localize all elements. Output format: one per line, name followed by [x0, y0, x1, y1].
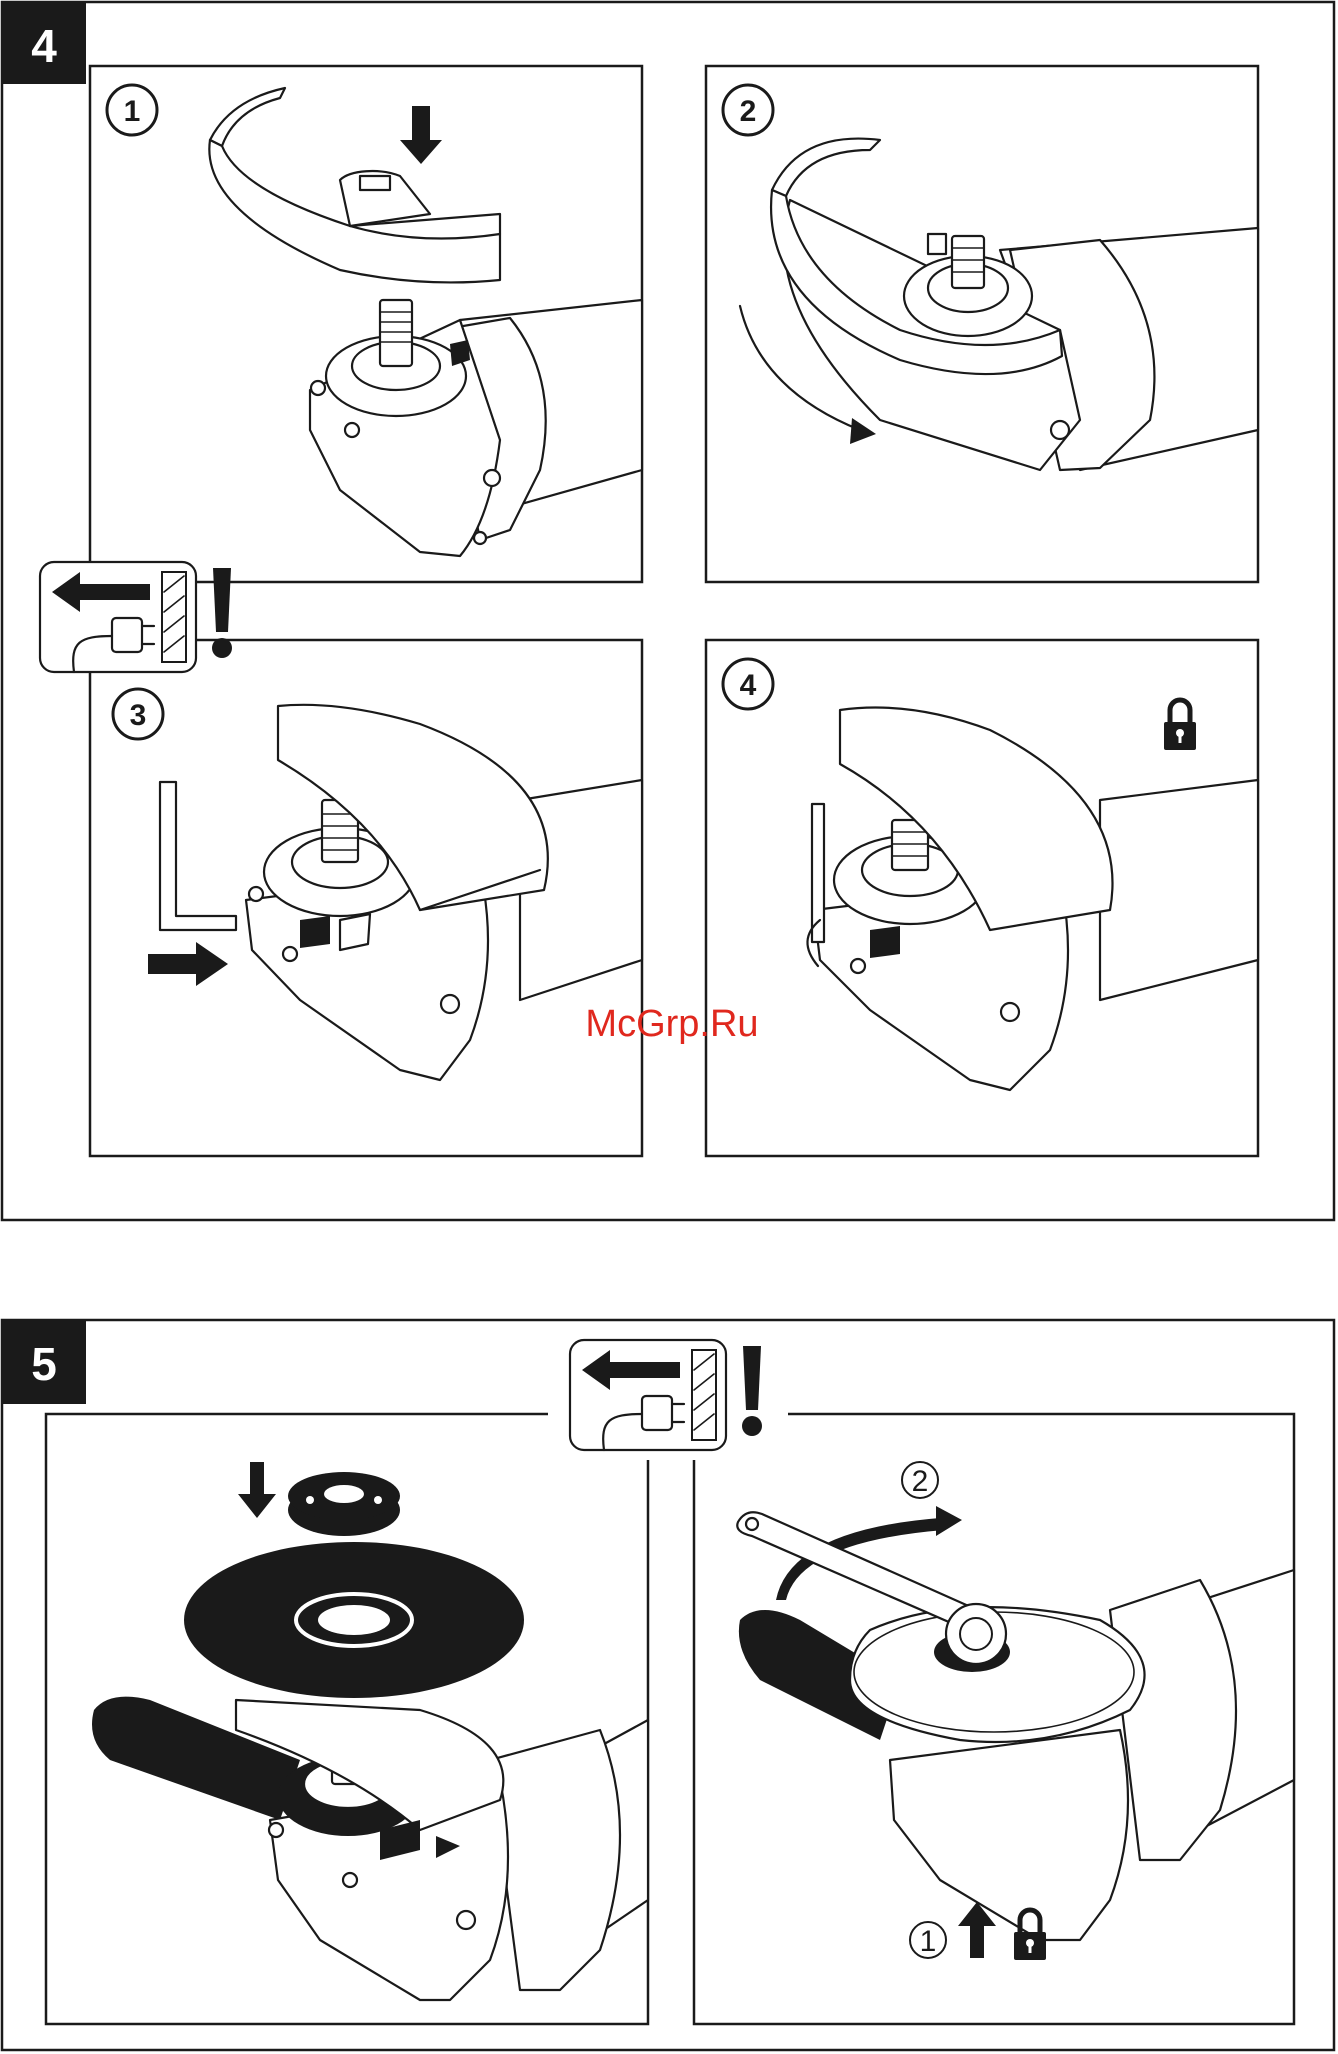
grinder-drawing — [92, 1697, 648, 2000]
step-4-number: 4 — [740, 669, 757, 702]
step-3-panel: 3 — [90, 640, 642, 1156]
hex-key-icon — [160, 782, 236, 930]
watermark: McGrp.Ru — [585, 1003, 758, 1045]
grinder-drawing — [246, 705, 642, 1080]
step-1-number: 1 — [124, 95, 141, 128]
padlock-icon — [1164, 700, 1196, 750]
down-arrow-icon — [238, 1462, 276, 1518]
unplug-warning-icon — [570, 1340, 726, 1450]
callout-1-number: 1 — [920, 1925, 937, 1958]
step-2-number: 2 — [740, 95, 757, 128]
step-1-panel: 1 — [90, 66, 642, 582]
section-5-number: 5 — [31, 1338, 57, 1390]
grinder-drawing — [814, 708, 1258, 1091]
left-panel — [46, 1414, 648, 2024]
grinder-drawing — [739, 1570, 1294, 1940]
right-panel: 2 1 — [694, 1414, 1294, 2024]
exclamation-icon — [212, 568, 232, 658]
exclamation-icon — [742, 1346, 762, 1436]
callout-2-number: 2 — [912, 1465, 929, 1498]
section-5: 5 — [2, 1320, 1334, 2050]
grinder-drawing — [771, 139, 1258, 470]
grinder-drawing — [310, 300, 642, 556]
cutting-disc-drawing — [184, 1542, 524, 1698]
step-3-number: 3 — [130, 699, 147, 732]
unplug-warning-icon — [40, 562, 196, 672]
step-4-panel: 4 — [706, 640, 1258, 1156]
flange-nut-drawing — [288, 1472, 400, 1536]
step-2-panel: 2 — [706, 66, 1258, 582]
section-4-number: 4 — [31, 20, 57, 72]
guard-drawing — [209, 88, 500, 282]
down-arrow-icon — [400, 106, 442, 164]
push-arrow-icon — [148, 942, 228, 986]
